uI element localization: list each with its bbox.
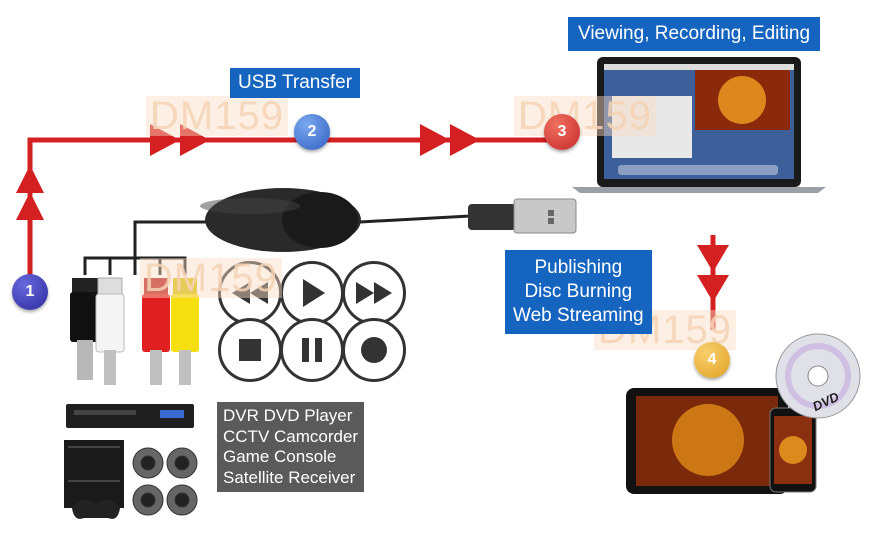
device-item: DVR DVD Player [223, 406, 353, 425]
smartphone [769, 407, 817, 493]
device-item: CCTV Camcorder [223, 426, 359, 446]
laptop [572, 57, 826, 193]
arrow-up-2 [16, 192, 44, 220]
game-console [64, 440, 124, 519]
cctv-cameras [132, 447, 198, 516]
tablet [626, 388, 788, 494]
usb-plug-body [468, 204, 516, 230]
device-item: Satellite Receiver [223, 467, 356, 487]
pause-button [280, 318, 344, 382]
av-cable-main [133, 220, 210, 258]
fast-forward-button [342, 261, 406, 325]
white-rca-plug [95, 277, 125, 385]
yellow-rca-plug [171, 278, 199, 385]
disc-burning-label: Disc Burning [524, 281, 633, 302]
fast-forward-icon [356, 282, 392, 304]
usb-transfer-label: USB Transfer [230, 68, 361, 98]
device-item: Game Console [223, 447, 337, 466]
flow-line [27, 137, 560, 285]
arrow-down-2 [697, 275, 729, 302]
play-icon [303, 279, 325, 307]
arrow-right-2 [180, 124, 210, 156]
publishing-label-box: Publishing Disc Burning Web Streaming [505, 250, 652, 334]
step-4-marker: 4 [694, 342, 730, 378]
red-rca-plug [142, 278, 170, 385]
watermark-3: DM159 [140, 258, 282, 298]
arrow-right-3 [420, 124, 450, 156]
viewing-recording-editing-label: Viewing, Recording, Editing [568, 17, 821, 51]
watermark-1: DM159 [146, 96, 288, 136]
watermark-2: DM159 [514, 96, 656, 136]
svideo-plug [70, 278, 100, 380]
arrow-down-1 [697, 245, 729, 272]
av-cable-split [83, 256, 187, 275]
usb-cable [359, 214, 471, 224]
publishing-label: Publishing [534, 257, 623, 278]
play-button [280, 261, 344, 325]
stop-icon [239, 339, 261, 361]
rewind-button [218, 261, 282, 325]
step-1-marker: 1 [12, 274, 48, 310]
arrow-right-4 [450, 124, 480, 156]
pause-icon [302, 338, 322, 362]
usb-plug-metal [513, 198, 577, 234]
record-icon [361, 337, 387, 363]
device-list: DVR DVD Player CCTV Camcorder Game Conso… [217, 402, 365, 492]
step-3-marker: 3 [544, 114, 580, 150]
arrow-up-1 [16, 165, 44, 193]
step-2-marker: 2 [294, 114, 330, 150]
record-button [342, 318, 406, 382]
web-streaming-label: Web Streaming [513, 305, 644, 326]
stop-button [218, 318, 282, 382]
dvd-player [66, 404, 194, 428]
rewind-icon [232, 282, 268, 304]
arrow-right-1 [150, 124, 180, 156]
dvd-disc [775, 333, 861, 419]
